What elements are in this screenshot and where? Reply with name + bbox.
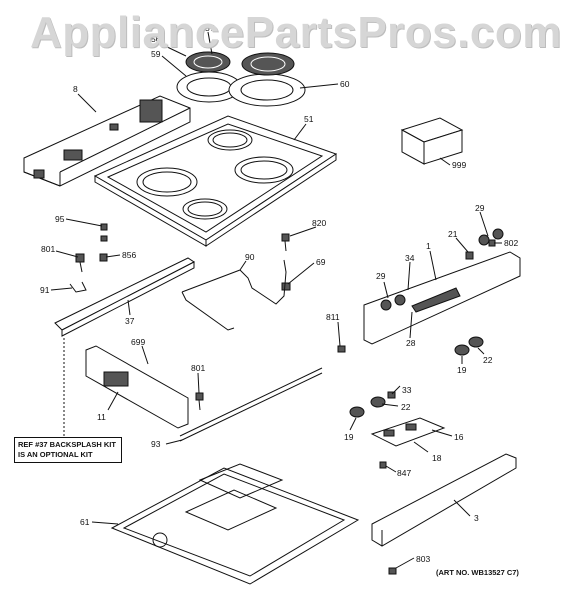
part-label-61: 61 <box>80 517 90 527</box>
part-label-28: 28 <box>406 338 416 348</box>
trim-drawing <box>179 367 323 437</box>
part-label-3: 3 <box>474 513 479 523</box>
part-label-29-right: 29 <box>475 203 485 213</box>
part-label-847: 847 <box>397 468 411 478</box>
part-label-811: 811 <box>326 312 340 322</box>
bracket-91-drawing <box>69 281 87 293</box>
part-label-59: 59 <box>151 49 161 59</box>
part-label-11: 11 <box>97 412 106 422</box>
part-label-37: 37 <box>125 316 135 326</box>
cooktop-drawing <box>93 115 338 247</box>
surface-elements-drawing <box>176 51 306 107</box>
burner-box-drawing <box>110 463 360 585</box>
art-number: (ART NO. WB13527 C7) <box>436 568 519 577</box>
part-label-57: 57 <box>205 23 215 33</box>
part-label-22-right: 22 <box>483 355 493 365</box>
note-line-2: IS AN OPTIONAL KIT <box>18 450 93 459</box>
side-panel-drawing <box>85 345 189 429</box>
part-label-51: 51 <box>304 114 314 124</box>
part-label-21: 21 <box>448 229 458 239</box>
part-label-18: 18 <box>432 453 442 463</box>
part-label-60: 60 <box>340 79 350 89</box>
part-label-90: 90 <box>245 252 255 262</box>
wire-harness-drawing <box>181 259 287 305</box>
part-label-91: 91 <box>40 285 50 295</box>
part-label-801-lower: 801 <box>191 363 205 373</box>
watermark: AppliancePartsPros.com <box>30 8 562 57</box>
part-label-19-left: 19 <box>344 432 354 442</box>
part-label-1: 1 <box>426 241 431 251</box>
part-label-33: 33 <box>402 385 412 395</box>
note-line-1: REF #37 BACKSPLASH KIT <box>18 440 116 449</box>
optional-kit-note: REF #37 BACKSPLASH KIT IS AN OPTIONAL KI… <box>14 437 122 463</box>
hardware-drawing <box>75 223 496 575</box>
front-trim-drawing <box>371 453 517 547</box>
control-panel-drawing <box>363 228 521 345</box>
part-label-34: 34 <box>405 253 415 263</box>
box-drawing <box>400 117 464 165</box>
part-label-999: 999 <box>452 160 466 170</box>
part-label-802: 802 <box>504 238 518 248</box>
control-board-drawing <box>370 417 446 447</box>
part-label-803: 803 <box>416 554 430 564</box>
part-label-8: 8 <box>73 84 78 94</box>
part-label-16: 16 <box>454 432 464 442</box>
part-label-22-left: 22 <box>401 402 411 412</box>
part-label-820: 820 <box>312 218 326 228</box>
leader-lines <box>50 31 502 569</box>
part-label-801: 801 <box>41 244 55 254</box>
part-label-95: 95 <box>55 214 65 224</box>
backsplash-drawing <box>54 257 195 337</box>
part-label-856: 856 <box>122 250 136 260</box>
part-label-19-right: 19 <box>457 365 467 375</box>
part-label-69: 69 <box>316 257 326 267</box>
part-label-56: 56 <box>151 34 161 44</box>
rear-bracket-drawing <box>23 95 191 187</box>
part-label-29-left: 29 <box>376 271 386 281</box>
part-label-699: 699 <box>131 337 145 347</box>
knobs-drawing <box>349 336 484 418</box>
part-label-93: 93 <box>151 439 161 449</box>
